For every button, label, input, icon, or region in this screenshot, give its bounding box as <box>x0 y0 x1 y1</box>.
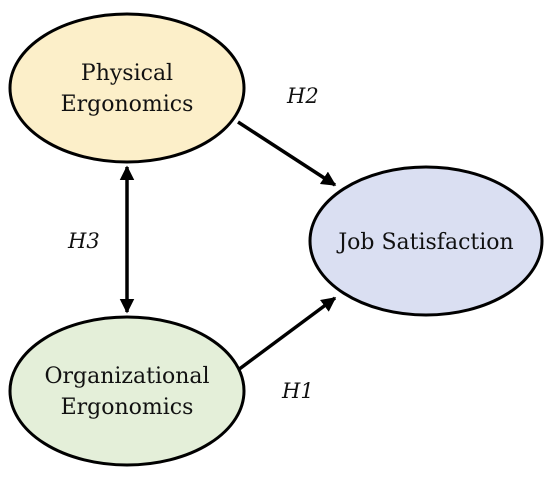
node-job-satisfaction: Job Satisfaction <box>308 165 544 317</box>
node-job-satisfaction-label: Job Satisfaction <box>336 230 513 255</box>
node-physical-ergonomics-shape <box>8 12 246 164</box>
node-organizational-ergonomics-shape <box>8 315 246 467</box>
hypothesis-label-h3: H3 <box>67 229 100 253</box>
node-organizational-ergonomics-label-line1: Organizational <box>44 364 209 389</box>
node-physical-ergonomics: Physical Ergonomics <box>8 12 246 164</box>
hypothesis-label-h2: H2 <box>286 84 319 108</box>
arrow-h2-physical-to-job <box>237 120 337 187</box>
hypothesis-label-h1: H1 <box>281 379 314 403</box>
arrow-h1-organizational-to-job <box>236 296 337 372</box>
node-organizational-ergonomics-label-line2: Ergonomics <box>61 395 194 420</box>
node-job-satisfaction-shape <box>308 165 544 317</box>
node-physical-ergonomics-label-line2: Ergonomics <box>61 92 194 117</box>
node-organizational-ergonomics: Organizational Ergonomics <box>8 315 246 467</box>
node-physical-ergonomics-label-line1: Physical <box>81 61 173 86</box>
